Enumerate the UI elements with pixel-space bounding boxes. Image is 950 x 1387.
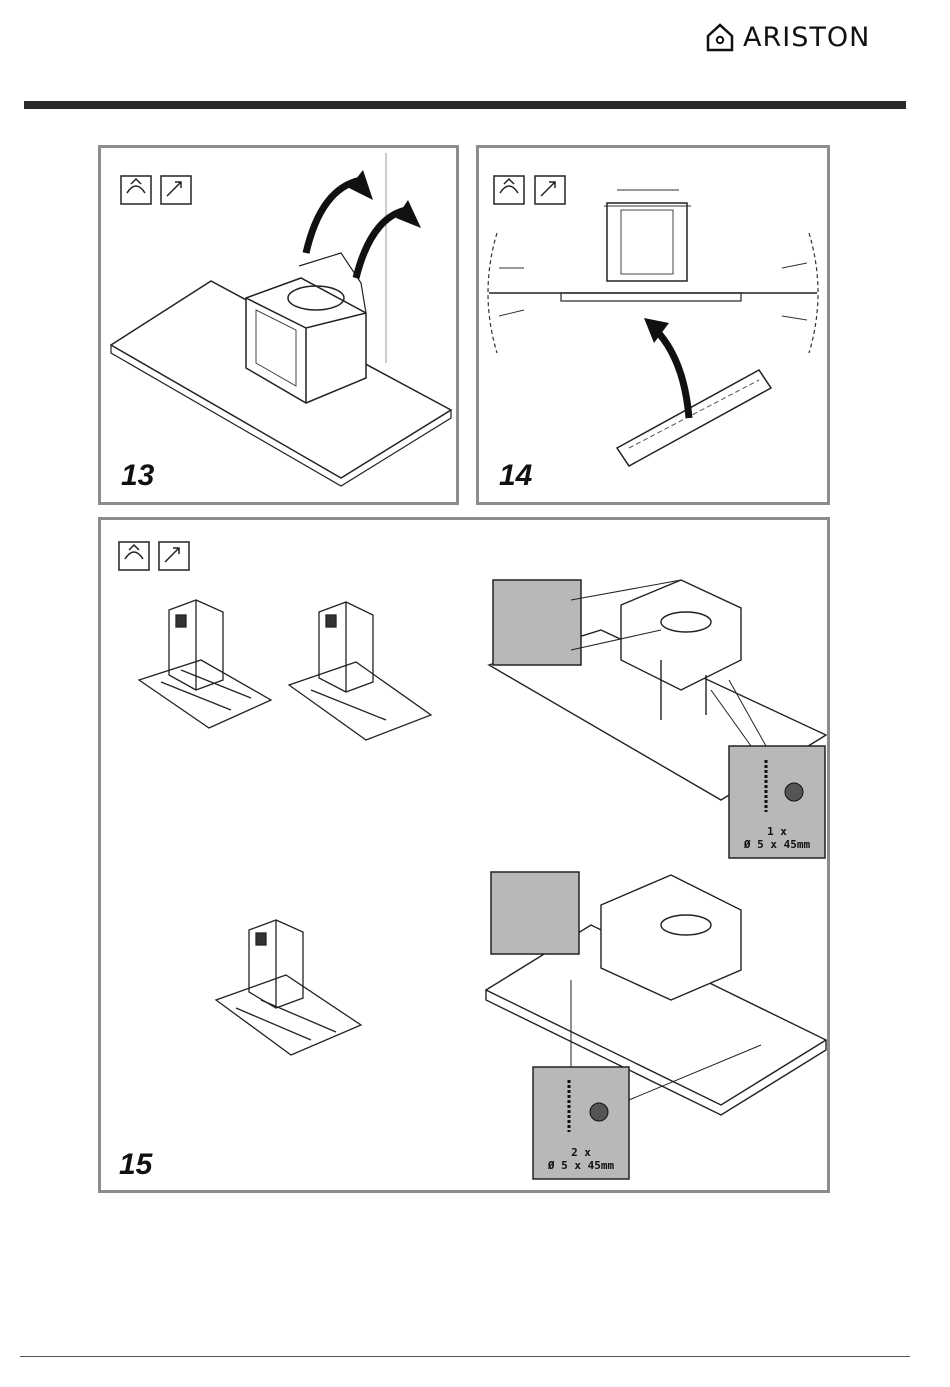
- figure-15-panel: 1 x Ø 5 x 45mm 2 x Ø 5 x 45mm 15: [98, 517, 830, 1193]
- figure-13-panel: 13: [98, 145, 459, 505]
- install-mode-icons: [121, 176, 191, 204]
- brand-logo: ARISTON: [705, 20, 870, 54]
- figure-15-number: 15: [119, 1148, 152, 1182]
- figure-14-number: 14: [499, 459, 532, 493]
- figure-13-illustration: [101, 148, 456, 502]
- install-mode-icons: [494, 176, 565, 204]
- screw-size-bottom: Ø 5 x 45mm: [533, 1159, 629, 1172]
- figure-13-number: 13: [121, 459, 154, 493]
- house-icon: [705, 22, 735, 52]
- screw-quantity-bottom: 2 x: [533, 1146, 629, 1159]
- detail-inset-top-left: [493, 580, 581, 665]
- figure-14-illustration: [479, 148, 827, 502]
- detail-inset-bottom-left: [491, 872, 579, 954]
- screw-quantity-top: 1 x: [729, 825, 825, 838]
- screw-caption-top: 1 x Ø 5 x 45mm: [729, 825, 825, 851]
- footer-rule: [20, 1356, 910, 1357]
- install-mode-icons: [119, 542, 189, 570]
- hood-variant-3: [216, 920, 361, 1055]
- screw-caption-bottom: 2 x Ø 5 x 45mm: [533, 1146, 629, 1172]
- screw-size-top: Ø 5 x 45mm: [729, 838, 825, 851]
- brand-name: ARISTON: [743, 22, 870, 53]
- figure-14-panel: 14: [476, 145, 830, 505]
- hood-variant-1: [139, 600, 271, 728]
- figure-15-illustration: [101, 520, 827, 1190]
- header-rule: [24, 101, 906, 109]
- hood-variant-2: [289, 602, 431, 740]
